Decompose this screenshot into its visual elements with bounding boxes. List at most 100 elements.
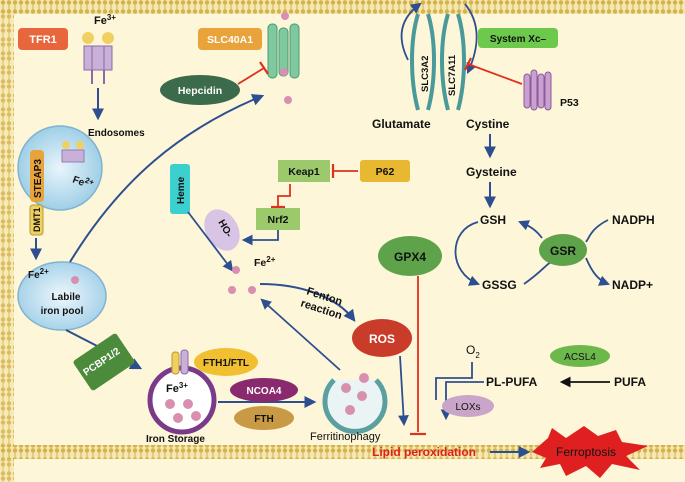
iron-dot [359,373,369,383]
loxs-oval [442,395,494,417]
p53-protein-icon [523,69,552,111]
fth-oval [234,406,294,430]
slc40a1-channel-icon [267,12,300,104]
fe3-storage-label: Fe3+ [166,381,188,395]
arrow-glutamate-out [400,2,422,61]
arrow-nrf2-ho1 [241,230,279,246]
top-membrane [0,0,685,14]
nrf2-label: Nrf2 [267,214,288,226]
gsr-oval [539,234,587,266]
cystine-label: Cystine [466,117,510,131]
slc40a1-box [198,28,262,50]
nrf2-box [256,208,300,230]
nadp-label: NADP+ [612,278,653,292]
loxs-label: LOXs [455,402,480,413]
ho1-oval [204,209,240,251]
heme-box [170,164,190,214]
o2-label: O2 [466,343,480,360]
ros-oval [352,319,412,357]
arrow-ros-lipid [398,355,409,427]
iron-dot [71,276,79,284]
fe3-top-label: Fe3+ [94,13,116,27]
fth1-ftl-label: FTH1/FTL [203,358,249,369]
dmt1-box [29,204,44,236]
iron-dot [165,399,175,409]
arrow-gssg-gsh [517,220,543,239]
p53-label: P53 [560,97,579,109]
arrow-o2 [435,362,473,400]
heme-label: Heme [176,176,187,204]
slc3a2-label: SLC3A2 [420,56,431,92]
iron-storage-label: Iron Storage [146,434,205,445]
inhibit-hepcidin-slc40a1 [237,67,265,85]
system-xc-transporter-icon [410,13,466,111]
keap1-box [278,160,330,182]
fe2-mid-label: Fe2+ [254,255,276,269]
ferroptosis-label: Ferroptosis [556,445,616,459]
arrow-heme-fe2 [187,211,234,272]
arrow-cystine-in [464,3,478,74]
acsl4-oval [550,345,610,367]
steap3-label: STEAP3 [33,159,44,198]
bottom-membrane [0,445,685,459]
arrow-nadph-nadp [585,257,611,286]
gssg-label: GSSG [482,278,517,292]
keap1-label: Keap1 [288,166,320,178]
pl-pufa-label: PL-PUFA [486,375,538,389]
endosomes-label: Endosomes [88,128,145,139]
ferritin-channel-icon [171,349,189,375]
arrow-gsh-gssg [454,221,481,286]
dmt1-label: DMT1 [32,208,42,233]
iron-dot [357,391,367,401]
hepcidin-oval [160,75,240,105]
labile-pool-label-2: iron pool [41,306,84,317]
ferroptosis-burst [532,426,648,478]
fth1-ftl-oval [194,348,258,376]
ferritinophagy-label: Ferritinophagy [310,431,381,443]
fe2-endosome-label: Fe2+ [71,172,96,192]
pcbp-box [73,333,135,391]
endosome-receptor-icon [61,141,85,163]
fe2-pool-label: Fe2+ [28,267,49,281]
system-xc-label: System Xc– [490,34,547,45]
autophagosome [322,378,388,434]
tfr1-receptor-icon [82,32,114,84]
ros-label: ROS [369,332,395,346]
inhibit-p53-slc7a11 [467,63,523,85]
gsh-label: GSH [480,213,506,227]
tfr1-box [18,28,68,50]
gpx4-label: GPX4 [394,250,426,264]
slc40a1-label: SLC40A1 [207,34,253,46]
labile-pool-label-1: Labile [52,292,81,303]
slc7a11-label: SLC7A11 [447,54,458,96]
labile-iron-pool [17,261,107,331]
ncoa4-label: NCOA4 [246,386,281,397]
iron-dot [341,383,351,393]
glutamate-label: Glutamate [372,117,431,131]
pufa-label: PUFA [614,375,646,389]
lipid-peroxidation-label: Lipid peroxidation [372,445,476,459]
hepcidin-label: Hepcidin [178,85,222,97]
nadph-label: NADPH [612,213,655,227]
iron-dot [183,399,193,409]
iron-dot [232,266,240,274]
left-membrane [0,0,14,482]
iron-storage-ferritin [147,365,217,435]
p62-box [360,160,410,182]
iron-dot [345,405,355,415]
p62-label: P62 [376,166,395,178]
inhibit-keap1-nrf2 [277,184,291,206]
gysteine-label: Gysteine [466,165,517,179]
iron-dot [248,286,256,294]
system-xc-box [478,28,558,48]
fth-label: FTH [254,414,273,425]
arrow-fenton [259,283,356,322]
arrow-ferritinophagy-fe2 [260,298,341,371]
ncoa4-oval [230,378,298,402]
steap3-box [30,150,44,202]
gsr-label: GSR [550,244,576,258]
tfr1-label: TFR1 [29,34,57,46]
gpx4-oval [378,236,442,276]
